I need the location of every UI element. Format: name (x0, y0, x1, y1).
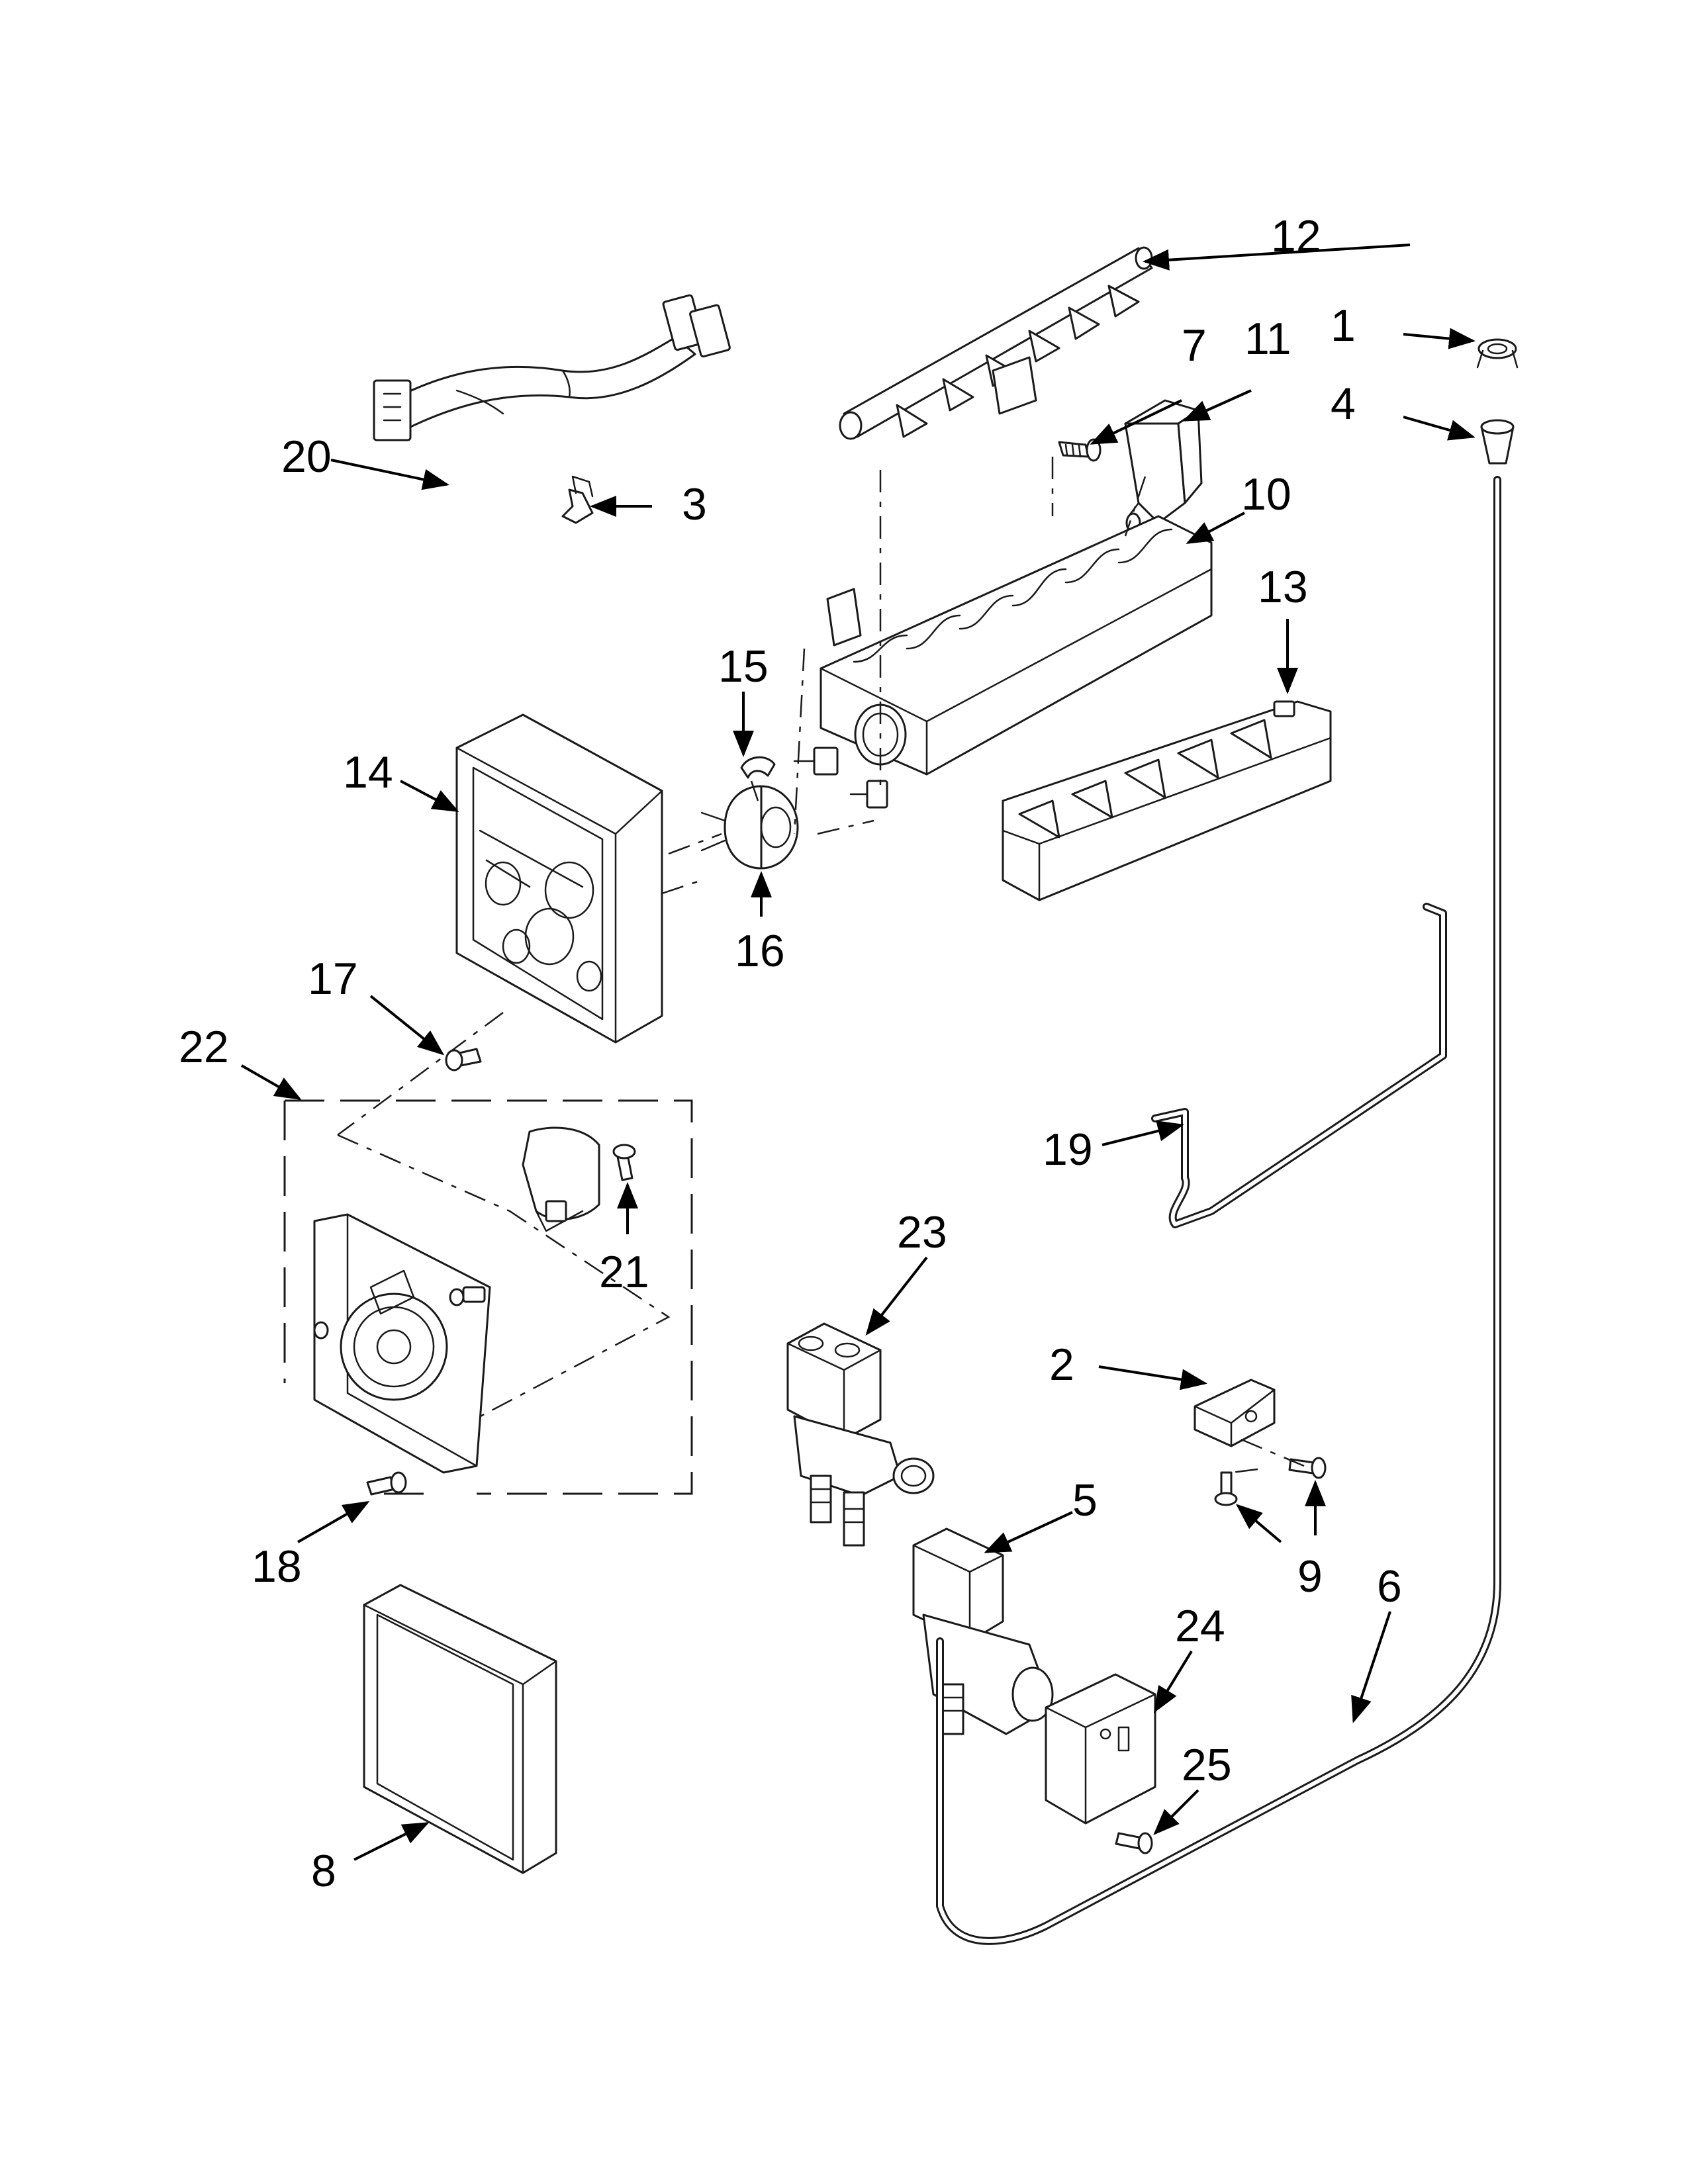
callout-4: 4 (1331, 379, 1356, 429)
callout-19: 19 (1043, 1124, 1093, 1175)
leader-17 (369, 995, 445, 1056)
screw-part-25 (1115, 1832, 1153, 1854)
leader-1 (1403, 328, 1476, 349)
callout-labels: 12 1 4 7 11 10 13 20 3 15 16 14 17 22 21… (179, 211, 1402, 1896)
housing-part-14 (455, 713, 663, 1044)
motor-module-part-22 (283, 1011, 693, 1495)
stripper-part-13 (1002, 700, 1332, 901)
callout-11: 11 (1244, 314, 1291, 364)
leader-23 (865, 1256, 928, 1336)
callout-16: 16 (735, 926, 785, 976)
leader-25 (1153, 1789, 1199, 1835)
callout-24: 24 (1175, 1601, 1225, 1651)
water-valve-part-5 (912, 1527, 1054, 1735)
callout-2: 2 (1049, 1340, 1074, 1390)
leader-19 (1102, 1120, 1184, 1146)
callout-14: 14 (343, 747, 393, 797)
leader-12 (1143, 244, 1411, 271)
callout-9: 9 (1297, 1551, 1323, 1602)
leader-7 (1090, 399, 1182, 445)
callout-5: 5 (1072, 1475, 1098, 1525)
wire-harness-part-20 (373, 294, 731, 441)
leader-10 (1186, 512, 1245, 544)
bracket-part-2 (1194, 1379, 1276, 1447)
leader-18 (297, 1501, 370, 1543)
valve-bracket-part-24 (1045, 1673, 1156, 1825)
leader-8 (353, 1822, 430, 1861)
screw-part-21 (612, 1144, 636, 1181)
thermostat-part-16 (700, 785, 799, 870)
water-valve-part-23 (786, 1322, 935, 1547)
leader-20 (330, 459, 449, 490)
sleeve-part-4 (1480, 419, 1515, 465)
callout-8: 8 (311, 1846, 336, 1896)
leader-24 (1153, 1650, 1193, 1713)
leader-6 (1351, 1611, 1391, 1723)
callout-3: 3 (682, 479, 707, 529)
callout-7: 7 (1182, 320, 1207, 371)
leader-11 (1182, 389, 1252, 422)
callout-12: 12 (1271, 211, 1321, 261)
callout-20: 20 (281, 432, 332, 482)
callout-1: 1 (1331, 300, 1356, 351)
leader-14 (400, 780, 459, 812)
callout-22: 22 (179, 1022, 229, 1072)
leader-2 (1098, 1365, 1207, 1390)
callout-15: 15 (718, 641, 769, 692)
fill-tube-part-19 (1151, 903, 1447, 1228)
callout-17: 17 (308, 954, 358, 1004)
callout-10: 10 (1241, 469, 1291, 520)
callout-25: 25 (1182, 1740, 1232, 1790)
leader-5 (984, 1511, 1073, 1553)
screw-part-18 (366, 1471, 407, 1496)
water-line-part-6 (936, 476, 1501, 1945)
leader-arrows (241, 244, 1476, 1861)
screw-part-7 (1058, 438, 1102, 462)
screws-part-9 (1214, 1438, 1327, 1506)
leader-4 (1403, 416, 1476, 441)
clamp-part-1 (1476, 338, 1519, 369)
leader-22 (241, 1064, 302, 1100)
alignment-lines (661, 457, 1258, 1474)
cover-part-8 (363, 1584, 557, 1874)
callout-13: 13 (1258, 562, 1308, 612)
clip-part-3 (561, 475, 594, 524)
callout-6: 6 (1377, 1561, 1402, 1612)
clip-part-15 (740, 756, 776, 779)
ejector-part-12 (839, 246, 1153, 440)
leader-9a (1235, 1504, 1282, 1543)
callout-18: 18 (252, 1541, 302, 1592)
callout-21: 21 (599, 1247, 649, 1297)
callout-23: 23 (897, 1207, 947, 1257)
fill-cup-part-11 (1124, 399, 1203, 533)
screw-part-17 (445, 1048, 482, 1071)
